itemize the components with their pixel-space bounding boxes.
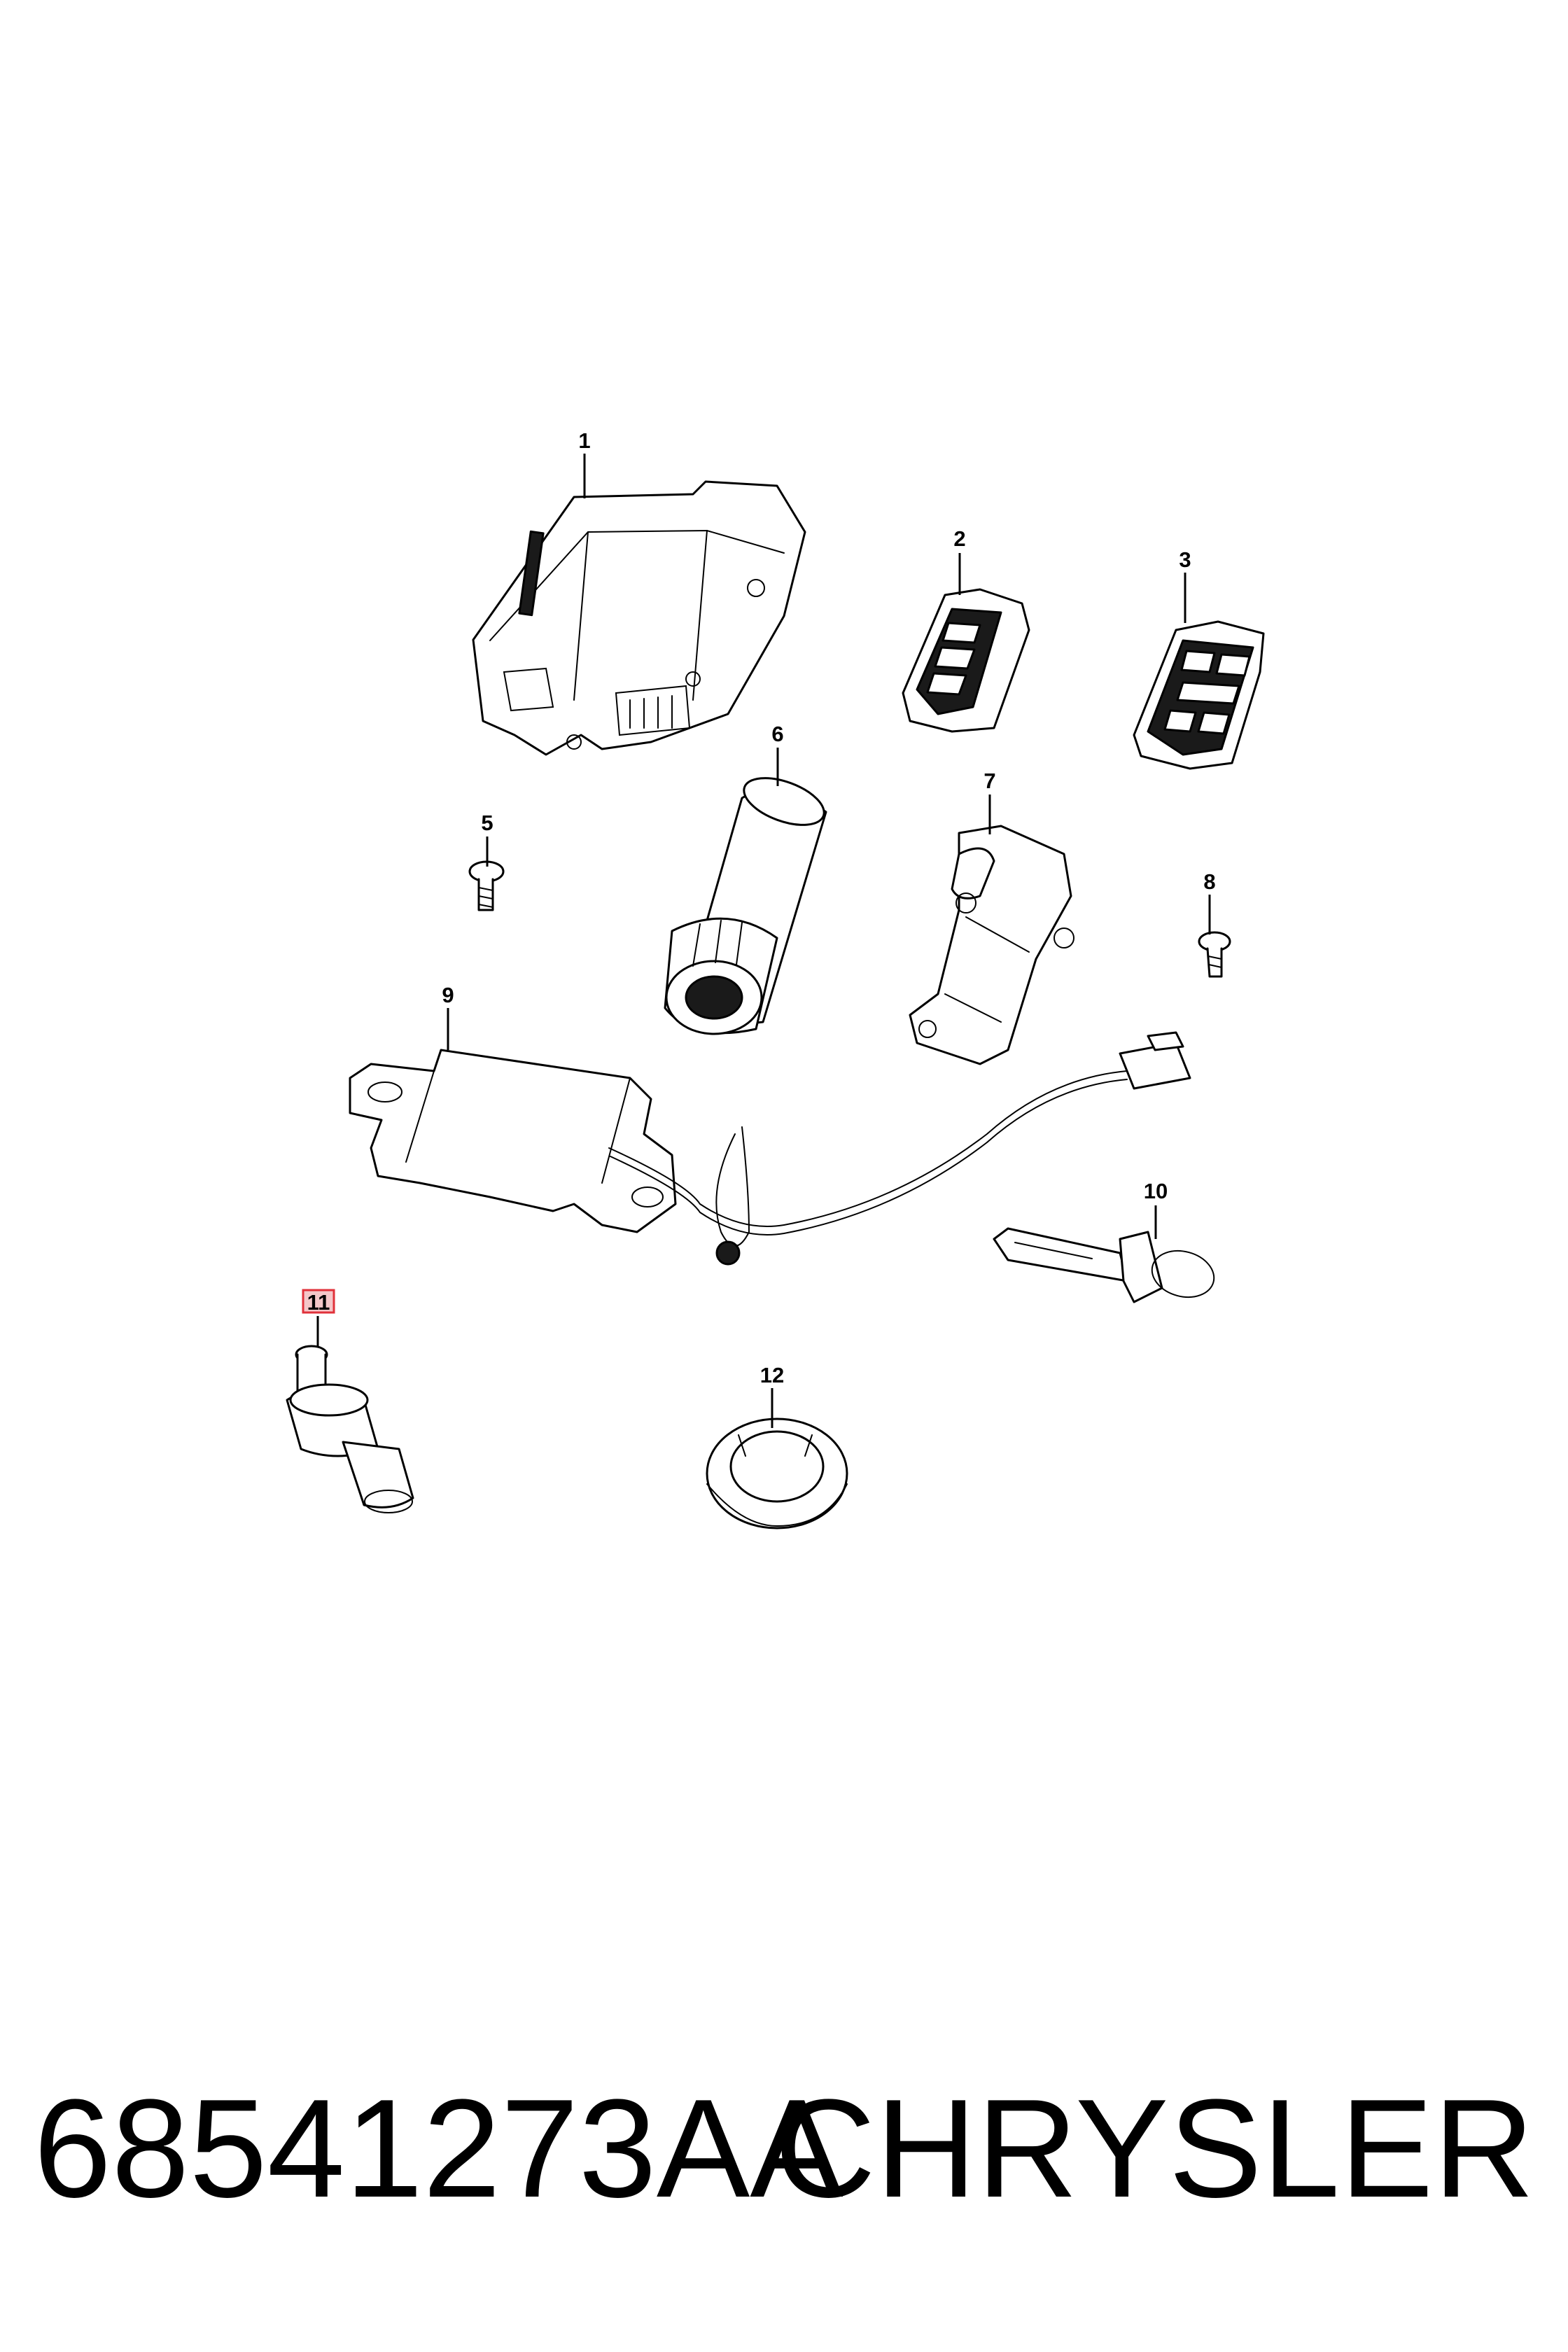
- part-10-key-blade: [993, 1227, 1215, 1303]
- part-2-key-fob: [902, 588, 1030, 733]
- caption: 68541273AA CHRYSLER: [0, 2065, 1568, 2233]
- callout-leaders: [316, 454, 1211, 1428]
- callout-5: 5: [481, 811, 493, 835]
- callout-3: 3: [1179, 547, 1191, 572]
- callout-11-highlight: [302, 1289, 335, 1314]
- callout-1: 1: [578, 428, 590, 453]
- part-11-switch-assembly: [286, 1345, 414, 1513]
- part-6-ignition-cylinder: [664, 777, 827, 1035]
- callout-2: 2: [953, 526, 965, 551]
- part-7-bracket: [909, 825, 1074, 1065]
- callout-8: 8: [1203, 869, 1215, 894]
- callout-12: 12: [760, 1363, 784, 1387]
- part-9-antenna-module: [349, 1031, 1191, 1266]
- callout-6: 6: [771, 722, 783, 746]
- brand-name: CHRYSLER: [774, 2071, 1534, 2227]
- part-5-screw: [468, 860, 505, 911]
- callout-7: 7: [983, 769, 995, 793]
- callout-11: 11: [307, 1290, 330, 1315]
- callout-9: 9: [442, 983, 454, 1007]
- parts-diagram: 1 2 3 5 6 7 8 9 10 11 12: [286, 428, 1265, 1530]
- part-3-key-fob: [1133, 620, 1265, 770]
- part-12-retaining-ring: [706, 1418, 848, 1530]
- callout-10: 10: [1144, 1179, 1168, 1203]
- part-8-screw: [1198, 931, 1231, 978]
- callout-labels: 1 2 3 5 6 7 8 9 10 11 12: [302, 428, 1216, 1387]
- part-1-control-module: [472, 480, 806, 756]
- part-number: 68541273AA: [34, 2071, 844, 2227]
